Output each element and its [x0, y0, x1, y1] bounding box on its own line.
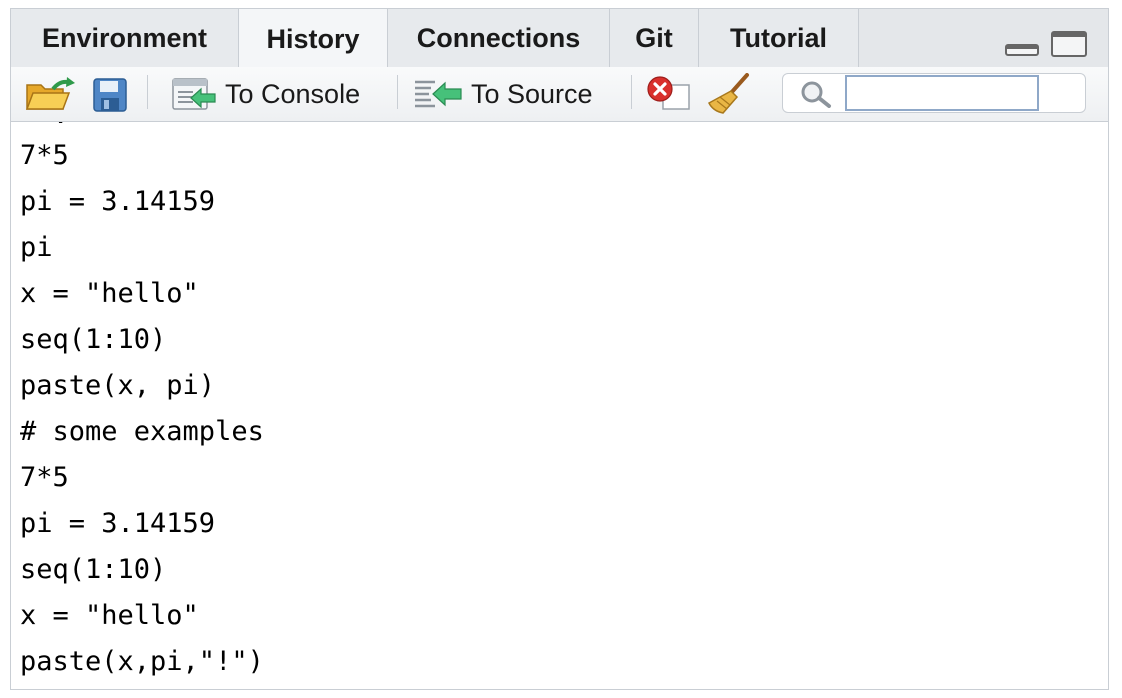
to-console-icon — [172, 78, 216, 110]
history-entry[interactable]: 7*5 — [20, 140, 69, 171]
history-entry[interactable]: seq(1:10) — [20, 324, 167, 355]
broom-icon — [708, 73, 749, 114]
to-console-label: To Console — [225, 78, 361, 109]
search-icon — [801, 81, 831, 108]
to-source-label: To Source — [471, 78, 593, 109]
toolbar-separator — [631, 75, 632, 109]
maximize-pane-icon[interactable] — [1051, 31, 1087, 57]
toolbar-separator — [397, 75, 398, 109]
tab-label: Connections — [416, 22, 581, 53]
tab-label: Environment — [41, 22, 208, 53]
history-line-partial: . — [20, 122, 69, 138]
tab-tutorial[interactable]: Tutorial — [699, 9, 859, 67]
to-console-button[interactable]: To Console — [171, 76, 360, 112]
tab-environment[interactable]: Environment — [11, 9, 239, 67]
history-entry[interactable]: x = "hello" — [20, 600, 199, 631]
history-pane: Environment History Connections Git Tuto… — [10, 8, 1109, 690]
search-box — [782, 73, 1086, 113]
tab-history[interactable]: History — [238, 9, 388, 69]
remove-entries-button[interactable] — [645, 75, 691, 111]
history-entry[interactable]: 7*5 — [20, 462, 69, 493]
minimize-pane-icon[interactable] — [1005, 31, 1039, 57]
history-entry[interactable]: # some examples — [20, 416, 264, 447]
tab-connections[interactable]: Connections — [388, 9, 610, 67]
history-entry[interactable]: pi — [20, 232, 53, 263]
tab-bar: Environment History Connections Git Tuto… — [11, 9, 1108, 69]
clear-history-button[interactable] — [707, 73, 751, 115]
save-history-button[interactable] — [93, 78, 127, 112]
tab-label: History — [266, 23, 360, 54]
tab-git[interactable]: Git — [610, 9, 699, 67]
history-entry[interactable]: paste(x,pi,"!") — [20, 646, 264, 677]
open-folder-icon — [25, 77, 75, 110]
history-entry[interactable]: pi = 3.14159 — [20, 508, 216, 539]
history-toolbar: To Console To Source — [11, 67, 1108, 122]
toolbar-separator — [147, 75, 148, 109]
save-icon — [93, 78, 127, 112]
history-list[interactable]: . 7*5 pi = 3.14159 pi x = "hello" seq(1:10) p… — [11, 122, 1108, 689]
history-entry[interactable]: x = "hello" — [20, 278, 199, 309]
history-entry[interactable]: seq(1:10) — [20, 554, 167, 585]
history-entry[interactable]: pi = 3.14159 — [20, 186, 216, 217]
load-history-button[interactable] — [25, 75, 77, 113]
history-entry[interactable]: paste(x, pi) — [20, 370, 216, 401]
search-input[interactable] — [845, 75, 1039, 111]
tab-label: Git — [635, 22, 673, 53]
tab-label: Tutorial — [730, 22, 827, 53]
to-source-icon — [415, 80, 462, 108]
to-source-button[interactable]: To Source — [413, 76, 593, 112]
remove-entry-icon — [647, 76, 690, 110]
